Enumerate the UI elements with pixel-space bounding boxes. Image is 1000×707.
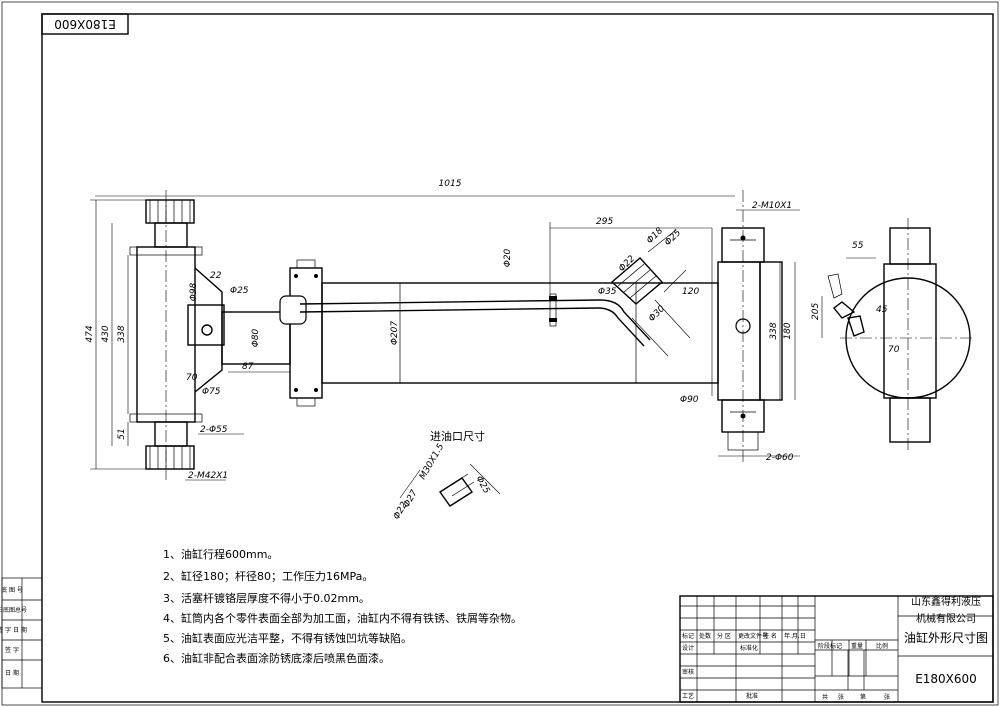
dim-d20: Φ20 [503,248,513,267]
dim-d25-fitting: Φ25 [663,228,683,248]
tb-mark: 标记 [682,632,694,640]
dim-295: 295 [596,217,613,227]
side-r4: 签 字 [5,646,19,654]
dim-2d60: 2-Φ60 [766,453,794,463]
dim-180: 180 [783,322,793,339]
dim-m42: 2-M42X1 [188,471,228,481]
port-detail: 进油口尺寸 M30X1.5 Φ27 Φ22 Φ25 [392,429,501,522]
drawing-name: 油缸外形尺寸图 [904,630,988,645]
stamp-code: E180X600 [54,17,116,31]
tb-checker: 审核 [682,668,694,676]
port-detail-title: 进油口尺寸 [430,429,485,443]
drawing-frame [41,13,994,703]
note-1: 1、油缸行程600mm。 [163,547,278,561]
side-registration-block: 底 图 号 旧底图总号 签 字 日 期 签 字 日 期 [0,577,43,689]
dim-70: 70 [186,373,198,383]
stamp-box: E180X600 [41,13,129,35]
note-2: 2、缸径180；杆径80；工作压力16MPa。 [163,569,373,583]
bottom-nut [145,445,195,470]
main-view: 1015 474 430 338 51 Φ98 Φ25 22 70 Φ75 2-… [85,179,800,481]
dim-45: 45 [876,305,888,315]
dim-87: 87 [242,362,254,372]
technical-notes: 1、油缸行程600mm。 2、缸径180；杆径80；工作压力16MPa。 3、活… [163,547,522,665]
note-5: 5、油缸表面应光洁平整，不得有锈蚀凹坑等缺陷。 [163,631,412,645]
side-view: 55 205 45 70 [811,218,975,450]
dim-m30: M30X1.5 [418,442,447,482]
pipe-fitting: Φ18 Φ25 Φ22 Φ30 Φ35 [598,226,691,357]
side-r1: 底 图 号 [1,586,23,594]
side-r3: 签 字 日 期 [0,626,27,634]
top-nut [145,199,195,224]
dim-d18: Φ18 [645,226,665,246]
company-line1: 山东鑫得利液压 [911,595,981,608]
tb-sheets-this: 张 [838,693,844,701]
note-4: 4、缸筒内各个零件表面全部为加工面，油缸内不得有铁锈、铁屑等杂物。 [163,611,522,625]
side-r5: 日 期 [5,669,19,677]
tb-zone: 分 区 [717,632,731,640]
company-line2: 机械有限公司 [916,612,976,625]
tb-sheet-no: 第 [860,693,866,701]
cylinder-tube [321,282,719,384]
dim-d30: Φ30 [647,304,667,324]
dim-d98: Φ98 [189,282,199,301]
dim-338-right: 338 [769,322,779,339]
dim-d80: Φ80 [251,328,261,347]
dim-d35: Φ35 [598,287,617,297]
dim-430: 430 [101,325,111,342]
tb-stage-mark: 阶段标记 [818,642,842,650]
tb-standardize: 标准化 [740,644,758,652]
dim-338: 338 [117,325,127,342]
dim-205: 205 [811,303,821,320]
title-block: 标记 处数 分 区 更改文件号 签 名 年.月.日 设计 标准化 审核 工艺 批… [679,595,994,703]
dim-120: 120 [682,287,699,297]
tb-sheets-total: 共 [822,693,828,701]
tb-approve: 批准 [746,692,758,700]
dim-474: 474 [85,325,95,342]
tb-sign: 签 名 [763,632,777,640]
dim-d75: Φ75 [202,387,221,397]
tb-sheet-unit: 张 [884,693,890,701]
dim-55: 55 [852,241,864,251]
dim-2m10: 2-M10X1 [752,201,792,211]
dim-d207: Φ207 [390,321,400,346]
dim-70-side: 70 [888,345,900,355]
dim-d25-port: Φ25 [473,475,491,496]
oil-pipe [299,299,651,341]
dim-d90: Φ90 [680,395,699,405]
tb-docno: 更改文件号 [738,632,768,640]
tb-weight: 重量 [851,642,863,650]
drawing-number: E180X600 [915,672,977,686]
dim-d25-left: Φ25 [230,286,249,296]
dim-22: 22 [210,271,222,281]
tb-date: 年.月.日 [784,632,806,640]
note-3: 3、活塞杆镀铬层厚度不得小于0.02mm。 [163,591,370,605]
side-r2: 旧底图总号 [0,606,27,614]
dim-51: 51 [117,428,127,439]
note-6: 6、油缸非配合表面涂防锈底漆后喷黑色面漆。 [163,651,390,665]
front-flange [289,267,323,399]
dim-overall-length: 1015 [439,179,462,189]
dim-2d55: 2-Φ55 [200,425,228,435]
dim-d22: Φ22 [617,254,637,274]
tb-process: 工艺 [682,692,694,700]
tb-scale: 比例 [876,642,888,650]
tb-designer: 设计 [682,644,694,652]
tb-qty: 处数 [699,632,711,640]
